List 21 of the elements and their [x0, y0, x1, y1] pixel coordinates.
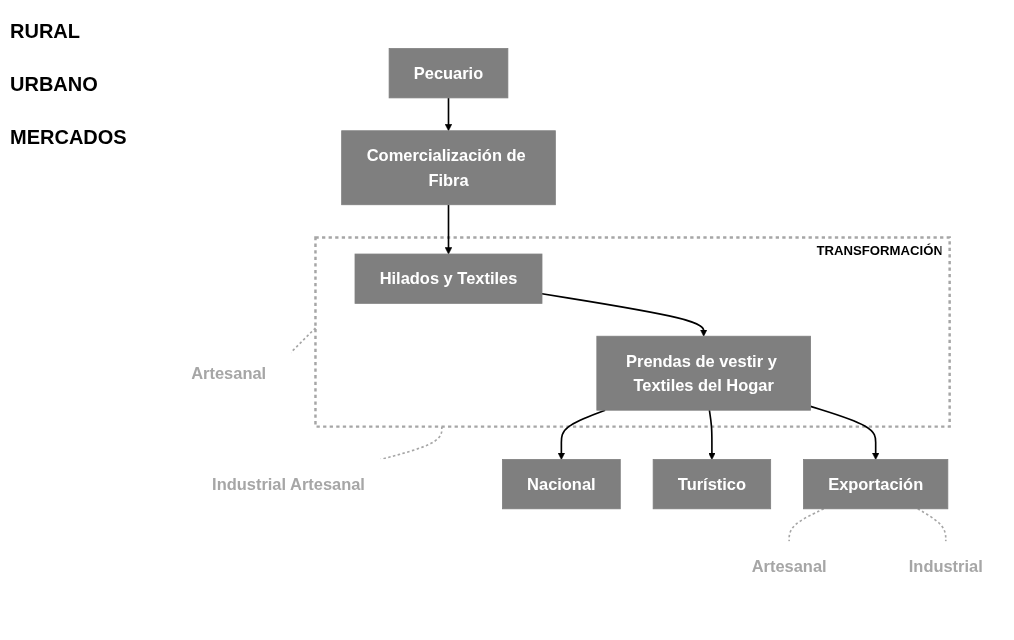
node-box: Comercialización de Fibra [341, 130, 556, 206]
arrow [444, 204, 453, 255]
node-box: Pecuario [388, 48, 509, 99]
node-text: Industrial [908, 557, 983, 576]
node-box: Exportación [803, 459, 949, 510]
node-box: Nacional [502, 459, 621, 510]
node-box: Turístico [652, 459, 772, 510]
node-box: Hilados y Textiles [354, 253, 543, 304]
node-text: Artesanal [191, 364, 267, 383]
arrow [708, 409, 716, 461]
arrow [557, 409, 606, 461]
section-label: URBANO [10, 73, 99, 96]
connector [290, 327, 317, 354]
node-text: Artesanal [751, 557, 827, 576]
arrow [809, 405, 880, 461]
section-label: RURAL [10, 20, 81, 43]
arrow [444, 97, 453, 132]
arrow [541, 293, 708, 337]
section-label: MERCADOS [10, 126, 128, 149]
node-box: Prendas de vestir y Textiles del Hogar [596, 336, 811, 411]
node-text: Industrial Artesanal [212, 475, 365, 494]
